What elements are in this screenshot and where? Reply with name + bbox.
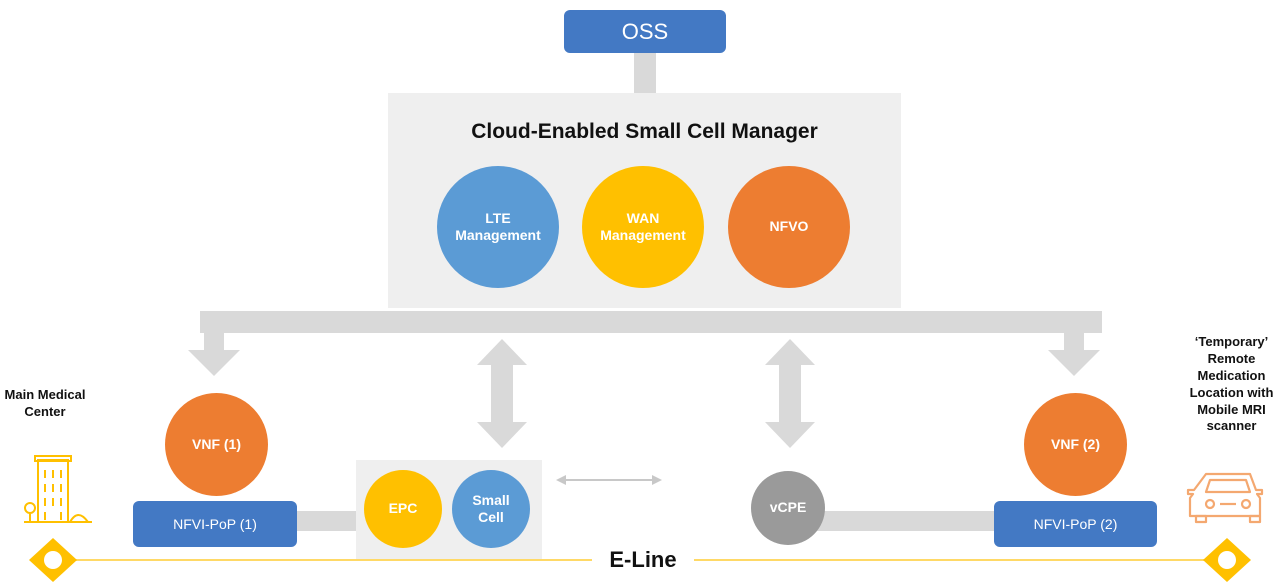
remote-location-label: ‘Temporary’ Remote Medication Location w… (1189, 334, 1274, 434)
thin-link-left-arrow-icon (556, 475, 566, 485)
small-cell-circle[interactable]: Small Cell (452, 470, 530, 548)
manager-title: Cloud-Enabled Small Cell Manager (471, 120, 818, 143)
eline-label: E-Line (609, 547, 677, 572)
nfvo-circle[interactable]: NFVO (728, 166, 850, 288)
vcpe-connector (810, 511, 996, 531)
nfvi-pop1-box[interactable]: NFVI-PoP (1) (133, 501, 297, 547)
building-icon (24, 455, 92, 523)
oss-connector (634, 52, 656, 94)
nfvi-pop1-label: NFVI-PoP (1) (173, 516, 257, 532)
wan-management-label: WAN Management (600, 209, 686, 244)
distribution-bar (200, 311, 1102, 333)
nfvi-pop2-label: NFVI-PoP (2) (1033, 516, 1118, 532)
left-down-arrow-icon (188, 350, 240, 376)
right-down-arrow-icon (1048, 350, 1100, 376)
oss-label: OSS (621, 18, 669, 44)
epc-circle[interactable]: EPC (364, 470, 442, 548)
vnf1-circle[interactable]: VNF (1) (165, 393, 268, 496)
right-arrow-shaft (1064, 311, 1084, 353)
left-endpoint-marker-icon (29, 538, 77, 582)
left-arrow-shaft (204, 311, 224, 353)
epc-label: EPC (388, 500, 418, 517)
vnf2-label: VNF (2) (1051, 435, 1100, 452)
small-cell-manager-panel: Cloud-Enabled Small Cell Manager LTE Man… (388, 93, 901, 308)
oss-box[interactable]: OSS (564, 10, 726, 53)
right-endpoint-marker-icon (1203, 538, 1251, 582)
vcpe-double-arrow-icon (765, 339, 815, 448)
nfvo-label: NFVO (769, 218, 809, 235)
main-medical-center-label: Main Medical Center (4, 387, 86, 419)
vnf2-circle[interactable]: VNF (2) (1024, 393, 1127, 496)
vcpe-label: vCPE (769, 499, 807, 516)
lte-management-circle[interactable]: LTE Management (437, 166, 559, 288)
small-cell-label: Small Cell (472, 491, 510, 526)
vnf1-label: VNF (1) (192, 435, 241, 452)
epc-double-arrow-icon (477, 339, 527, 448)
thin-link-right-arrow-icon (652, 475, 662, 485)
wan-management-circle[interactable]: WAN Management (582, 166, 704, 288)
nfvi1-connector (296, 511, 358, 531)
nfvi-pop2-box[interactable]: NFVI-PoP (2) (994, 501, 1157, 547)
lte-management-label: LTE Management (455, 209, 541, 244)
vcpe-circle[interactable]: vCPE (751, 471, 825, 545)
car-icon (1186, 472, 1264, 524)
